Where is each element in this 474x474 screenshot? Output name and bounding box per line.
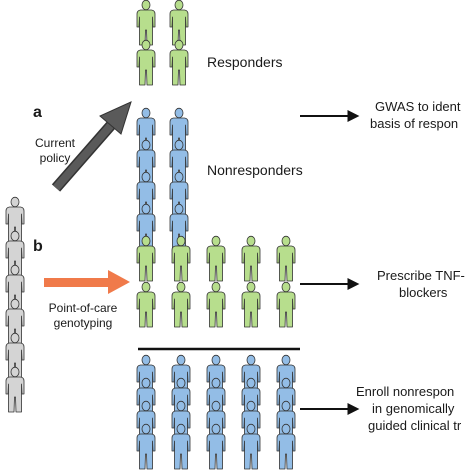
person-a-nonresponder-1-2	[169, 171, 189, 218]
genotyping-arrow	[44, 270, 130, 294]
outcome-b-bottom-line3: guided clinical tr	[368, 418, 462, 433]
person-population-5	[5, 366, 25, 413]
outcome-b-top-line1: Prescribe TNF-	[377, 268, 465, 283]
person-b-responder-2-0	[206, 235, 226, 282]
person-a-responder-1-0	[169, 0, 189, 46]
outcome-a-line1: GWAS to ident	[375, 99, 461, 114]
nonresponders-label: Nonresponders	[207, 162, 303, 178]
panel-b-letter: b	[33, 238, 43, 255]
person-b-nonresponder-2-3	[206, 423, 226, 470]
panel-a-letter: a	[33, 104, 42, 121]
person-b-nonresponder-0-3	[136, 423, 156, 470]
person-a-nonresponder-1-1	[169, 139, 189, 186]
person-b-nonresponder-1-3	[171, 423, 191, 470]
current-policy-arrow	[51, 101, 132, 192]
person-b-responder-4-0	[276, 235, 296, 282]
person-b-responder-1-0	[171, 235, 191, 282]
person-b-responder-0-1	[136, 281, 156, 328]
person-a-responder-0-0	[136, 0, 156, 46]
outcome-b-bottom-line2: in genomically	[372, 401, 455, 416]
person-b-responder-0-0	[136, 235, 156, 282]
outcome-a-line2: basis of respon	[370, 116, 458, 131]
person-a-nonresponder-0-2	[136, 171, 156, 218]
person-a-nonresponder-0-1	[136, 139, 156, 186]
outcome-b-top-line2: blockers	[399, 285, 448, 300]
person-population-4	[5, 332, 25, 379]
genotyping-label-line1: Point-of-care	[49, 301, 118, 315]
person-b-responder-1-1	[171, 281, 191, 328]
current-policy-label-line1: Current	[35, 136, 76, 150]
person-b-responder-3-0	[241, 235, 261, 282]
person-b-responder-4-1	[276, 281, 296, 328]
person-a-nonresponder-1-0	[169, 107, 189, 154]
person-a-nonresponder-0-0	[136, 107, 156, 154]
person-a-responder-1-1	[169, 39, 189, 86]
person-b-responder-3-1	[241, 281, 261, 328]
outcome-b-bottom-line1: Enroll nonrespon	[356, 384, 454, 399]
person-b-nonresponder-3-3	[241, 423, 261, 470]
genotyping-label-line2: genotyping	[54, 316, 113, 330]
people-layer	[5, 0, 296, 470]
current-policy-label-line2: policy	[40, 151, 71, 165]
person-population-2	[5, 264, 25, 311]
person-population-0	[5, 196, 25, 243]
person-a-nonresponder-0-3	[136, 203, 156, 250]
person-b-nonresponder-4-3	[276, 423, 296, 470]
person-population-3	[5, 298, 25, 345]
person-b-responder-2-1	[206, 281, 226, 328]
person-population-1	[5, 230, 25, 277]
person-a-responder-0-1	[136, 39, 156, 86]
responders-label: Responders	[207, 54, 283, 70]
